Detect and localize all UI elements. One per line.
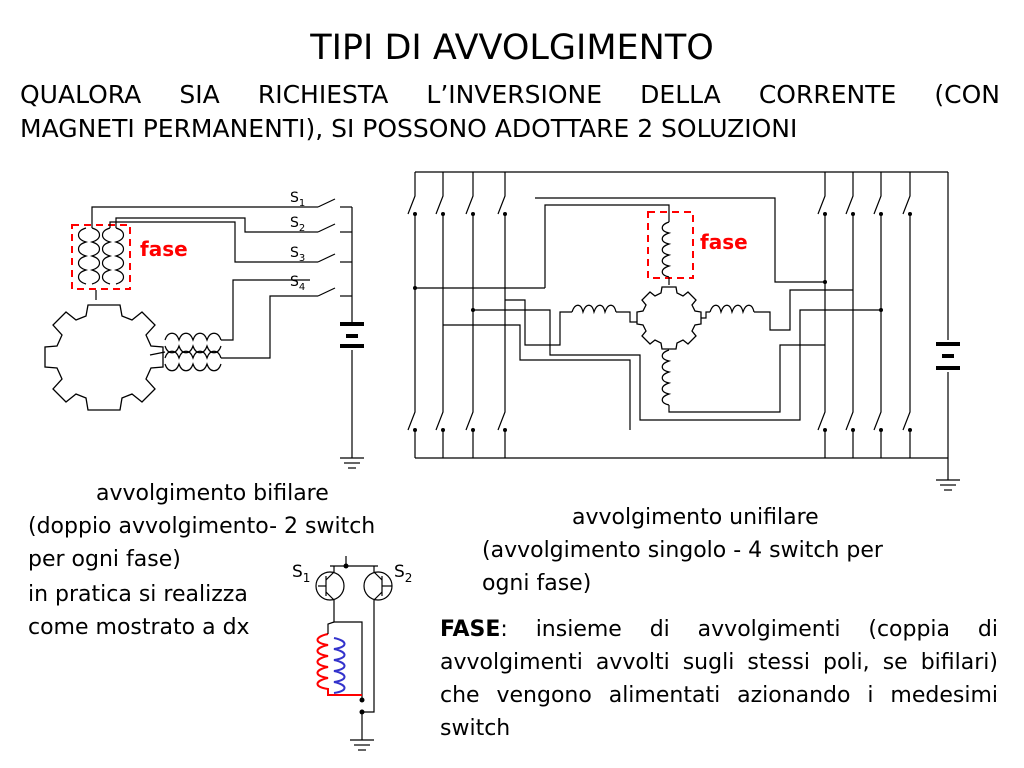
switch-label-s4: S4	[290, 274, 305, 293]
phase-definition: FASE: insieme di avvolgimenti (coppia di…	[440, 613, 998, 745]
phase-definition-text: : insieme di avvolgimenti (coppia di avv…	[440, 617, 998, 741]
ground-symbol-right	[936, 479, 960, 491]
bifilar-caption-line-4: in pratica si realizza	[28, 582, 248, 607]
phase-label-right: fase	[700, 230, 748, 254]
unifilar-caption-line-3: ogni fase)	[482, 571, 592, 596]
coil-right	[709, 304, 755, 315]
bifilar-caption-line-5: come mostrato a dx	[28, 615, 250, 640]
switch-s2	[310, 223, 352, 233]
transistor-s1	[315, 566, 345, 620]
switch-s3	[310, 253, 352, 263]
bifilar-caption-line-2: (doppio avvolgimento- 2 switch	[28, 514, 376, 539]
bifilar-diagram: fase S1 S2 S3 S4	[44, 190, 364, 469]
coil-left	[571, 304, 617, 315]
switch-legs-left	[407, 172, 506, 458]
switch-label-s3: S3	[290, 245, 305, 264]
bifilar-coil-side	[164, 332, 222, 372]
coil-top	[661, 221, 672, 278]
bifilar-caption-line-3: per ogni fase)	[28, 547, 181, 572]
coil-bottom	[661, 349, 672, 406]
transistor-diagram: S1 S2	[292, 556, 412, 751]
battery-symbol-right	[936, 342, 960, 370]
rotor-shape	[44, 304, 164, 411]
bifilar-coil-red	[316, 633, 362, 696]
phase-label: fase	[140, 237, 188, 261]
transistor-label-s2: S2	[394, 562, 412, 585]
switch-s1	[310, 198, 352, 208]
switch-legs-right	[817, 172, 911, 458]
phase-definition-term: FASE	[440, 617, 501, 642]
ground-symbol-bottom	[350, 739, 374, 751]
unifilar-diagram: fase	[407, 171, 960, 491]
switch-label-s1: S1	[290, 190, 305, 209]
switch-label-s2: S2	[290, 215, 305, 234]
subtitle-line-2: MAGNETI PERMANENTI), SI POSSONO ADOTTARE…	[20, 114, 798, 143]
battery-symbol	[340, 322, 364, 348]
rotor-shape-right	[636, 286, 702, 350]
transistor-label-s1: S1	[292, 562, 310, 585]
switch-s4	[310, 287, 352, 297]
ground-symbol	[340, 457, 364, 469]
bifilar-coil-blue	[333, 637, 346, 694]
subtitle-line-1: QUALORA SIA RICHIESTA L’INVERSIONE DELLA…	[20, 80, 1000, 109]
unifilar-caption-line-2: (avvolgimento singolo - 4 switch per	[482, 538, 883, 563]
phase-highlight-box-right	[647, 211, 694, 279]
bifilar-coil-top	[77, 227, 125, 285]
unifilar-caption-line-1: avvolgimento unifilare	[572, 505, 819, 530]
contact-dots	[413, 212, 912, 432]
bifilar-caption-line-1: avvolgimento bifilare	[96, 481, 329, 506]
phase-highlight-box	[71, 224, 131, 290]
transistor-s2	[363, 566, 393, 622]
page-title: TIPI DI AVVOLGIMENTO	[310, 28, 714, 68]
